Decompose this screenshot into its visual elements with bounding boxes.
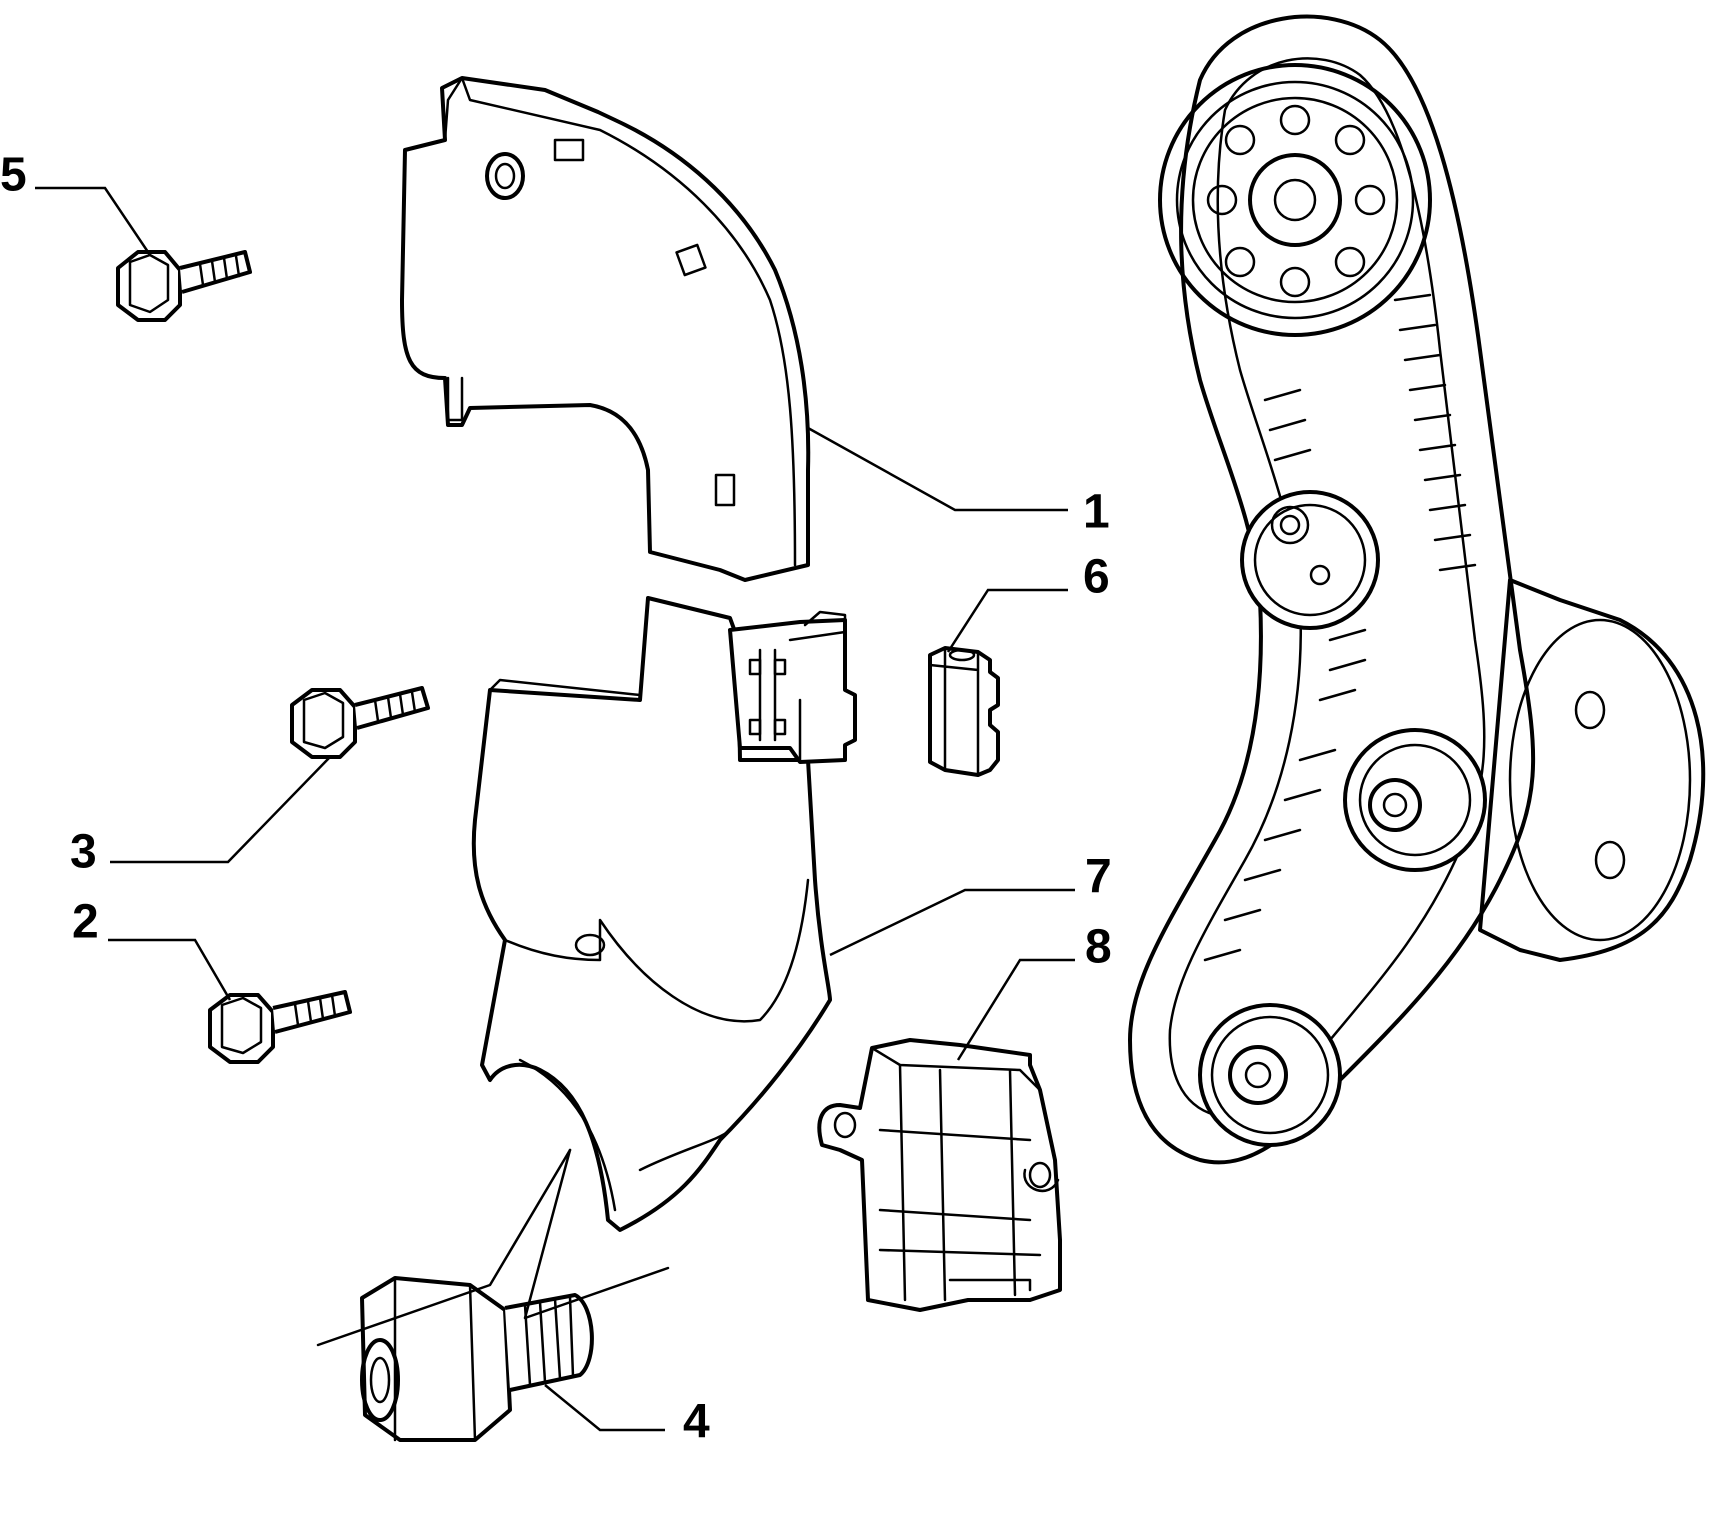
detail-pointer [316,1148,670,1347]
leader-6 [946,588,1068,653]
part-2-bolt[interactable] [208,990,352,1064]
part-7-lower-cover[interactable] [471,596,857,1232]
leader-lines [35,186,1075,1432]
leader-2 [108,938,232,1001]
part-4-spacer[interactable] [360,1276,594,1442]
callout-7: 7 [1085,851,1112,904]
leader-8 [956,958,1075,1061]
callout-3: 3 [70,826,97,879]
leader-7 [829,888,1075,957]
leader-3 [110,756,331,864]
callout-4: 4 [683,1396,710,1449]
part-5-bolt[interactable] [116,250,252,322]
callout-5: 5 [0,149,27,202]
part-6-clip[interactable] [928,646,1000,777]
callout-6: 6 [1083,551,1110,604]
callout-8: 8 [1085,921,1112,974]
callout-1: 1 [1083,486,1110,539]
leader-5 [35,186,152,256]
part-3-bolt[interactable] [290,686,430,759]
callout-2: 2 [72,896,99,949]
callout-labels: 1 2 3 4 5 6 7 8 [0,149,1112,1449]
timing-belt-assembly [1128,14,1706,1165]
leader-1 [807,426,1068,512]
part-1-upper-cover[interactable] [400,76,811,582]
leader-4 [544,1384,665,1432]
part-8-bracket[interactable] [817,1038,1062,1312]
